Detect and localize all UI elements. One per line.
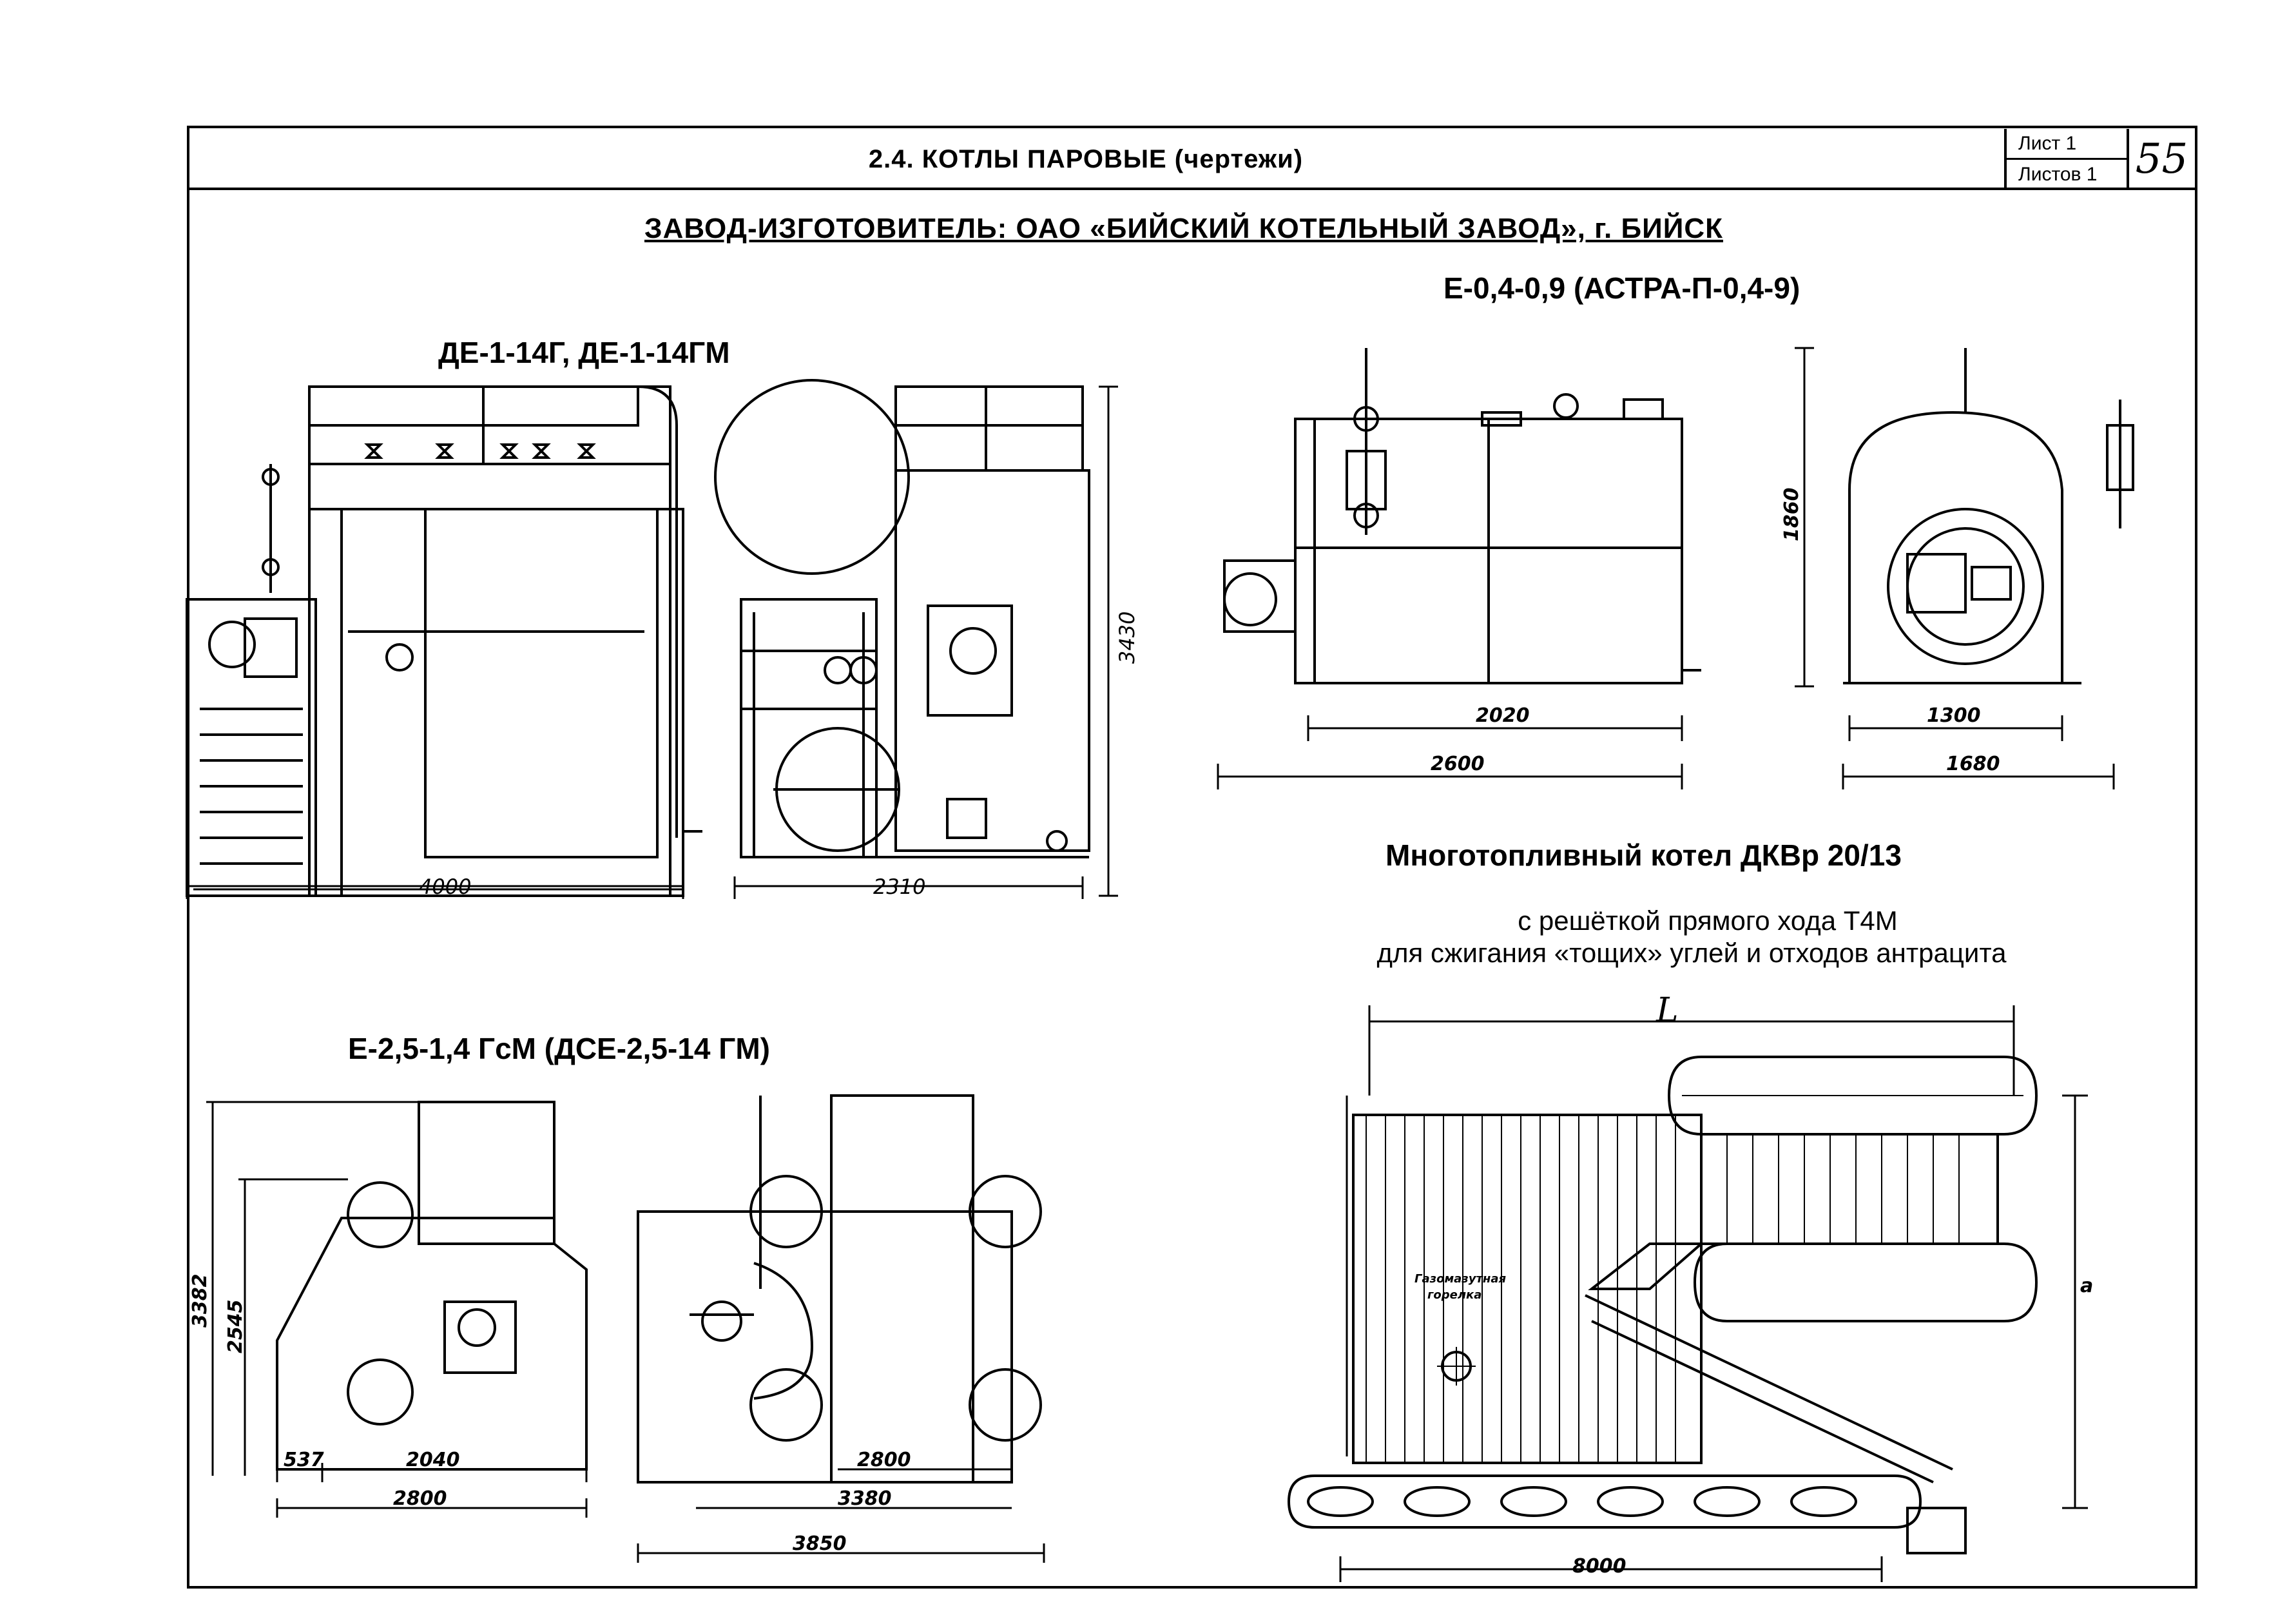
e04-boiler-title: Е-0,4-0,9 (АСТРА-П-0,4-9): [1443, 271, 1800, 305]
title-block: 2.4. КОТЛЫ ПАРОВЫЕ (чертежи): [187, 126, 2197, 190]
e25-side-view: [206, 1101, 588, 1518]
e25-dim-c: 2800: [393, 1487, 447, 1510]
e25-dim-b: 2040: [406, 1449, 460, 1471]
dkvr-dim-bottom: 8000: [1572, 1555, 1626, 1578]
de-dim-length: 4000: [419, 875, 471, 899]
e25-dim-d: 2800: [857, 1449, 911, 1471]
e04-dim-width: 1680: [1946, 753, 2000, 775]
e25-dim-f: 3850: [793, 1532, 847, 1555]
dkvr-subtitle-1: с решёткой прямого хода Т4М: [1518, 905, 1898, 936]
dkvr-burner-label-2: горелка: [1427, 1288, 1482, 1302]
e04-dim-height: 1860: [1781, 488, 1803, 542]
de-dim-width: 2310: [873, 875, 925, 899]
dkvr-dim-L: L: [1655, 991, 1679, 1030]
sheets-total: Листов 1: [2018, 164, 2098, 185]
dkvr-subtitle-2: для сжигания «тощих» углей и отходов ант…: [1376, 938, 2007, 968]
de-dim-height: 3430: [1115, 612, 1139, 664]
e04-side-view: [1217, 348, 1701, 789]
sheet-info: Лист 1 Листов 1: [2004, 129, 2127, 190]
e04-dim-length: 2600: [1431, 753, 1485, 775]
e25-dim-h1: 3382: [189, 1274, 211, 1328]
manufacturer-line: ЗАВОД-ИЗГОТОВИТЕЛЬ: ОАО «БИЙСКИЙ КОТЕЛЬН…: [644, 213, 1723, 244]
e04-dim-inner-width: 1300: [1927, 704, 1981, 727]
sheet-divider: [2007, 158, 2127, 160]
e25-dim-a: 537: [284, 1449, 324, 1471]
sheet-number: Лист 1: [2018, 133, 2077, 154]
e25-dim-e: 3380: [838, 1487, 892, 1510]
de-front-view: [186, 385, 702, 899]
dkvr-burner-label-1: Газомазутная: [1414, 1272, 1507, 1286]
e25-front-view: [637, 1094, 1045, 1563]
page-number: 55: [2127, 129, 2194, 190]
de-side-view: [714, 379, 1118, 899]
e04-dim-inner-length: 2020: [1476, 704, 1530, 727]
section-title: 2.4. КОТЛЫ ПАРОВЫЕ (чертежи): [868, 145, 1304, 173]
de-boiler-title: ДЕ-1-14Г, ДЕ-1-14ГМ: [438, 336, 730, 369]
dkvr-boiler-title: Многотопливный котел ДКВр 20/13: [1385, 838, 1902, 872]
dkvr-view: [1287, 1005, 2088, 1582]
dkvr-dim-height: a: [2080, 1275, 2093, 1297]
e25-boiler-title: Е-2,5-1,4 ГсМ (ДСЕ-2,5-14 ГМ): [348, 1032, 770, 1065]
e04-front-view: [1795, 347, 2134, 789]
e25-dim-h2: 2545: [224, 1300, 247, 1354]
